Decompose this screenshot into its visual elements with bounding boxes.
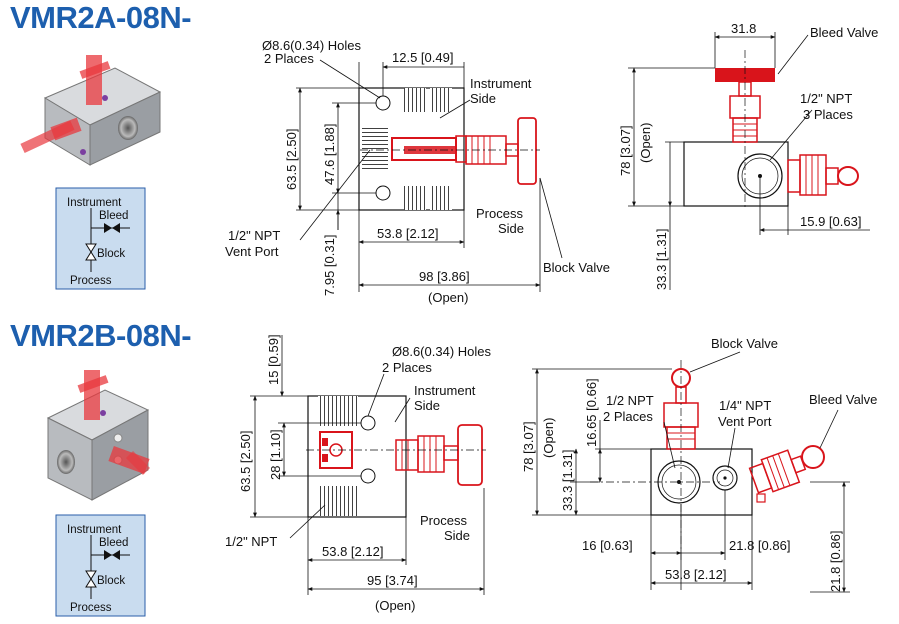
dim-width-mid: 21.8 [0.86] bbox=[729, 538, 790, 553]
block-valve-handle-icon bbox=[517, 117, 537, 185]
block-valve-label: Block Valve bbox=[711, 336, 778, 351]
open-label: (Open) bbox=[428, 290, 468, 305]
instrument-side-label-2: Side bbox=[414, 398, 440, 413]
dim-height-right: 21.8 [0.86] bbox=[828, 531, 843, 592]
vent-port-label-2: Vent Port bbox=[225, 244, 279, 259]
front-dims-vmr2b bbox=[250, 335, 485, 595]
holes-label-line1: Ø8.6(0.34) Holes bbox=[392, 344, 491, 359]
iso-port-icon bbox=[118, 116, 138, 140]
block-valve-label: Block Valve bbox=[543, 260, 610, 275]
vent-port-label-1: 1/4" NPT bbox=[719, 398, 771, 413]
schematic-instrument-label: Instrument bbox=[67, 197, 122, 209]
dim-width-right: 15.9 [0.63] bbox=[800, 214, 861, 229]
holes-label-line2: 2 Places bbox=[264, 51, 314, 66]
iso-view-vmr2b bbox=[46, 370, 151, 501]
schematic-vmr2b: Instrument Bleed Block Process bbox=[55, 514, 146, 617]
npt-label: 1/2" NPT bbox=[225, 534, 277, 549]
dim-top-label: 12.5 [0.49] bbox=[392, 50, 453, 65]
model-title-vmr2b: VMR2B-08N- bbox=[10, 318, 192, 353]
bleed-valve-symbol-icon bbox=[104, 550, 112, 560]
schematic-bleed-label: Bleed bbox=[99, 537, 128, 549]
schematic-bleed-label: Bleed bbox=[99, 210, 128, 222]
dim-height-holes: 47.6 [1.88] bbox=[322, 124, 337, 185]
vent-port-label-1: 1/2" NPT bbox=[228, 228, 280, 243]
dim-width-body: 53.8 [2.12] bbox=[665, 567, 726, 582]
dim-height-total: 63.5 [2.50] bbox=[284, 129, 299, 190]
mounting-hole-icon bbox=[360, 415, 376, 431]
open-label: (Open) bbox=[638, 123, 653, 163]
dim-height-total: 63.5 [2.50] bbox=[238, 431, 253, 492]
dim-height-upper: 16.65 [0.66] bbox=[584, 378, 599, 447]
front-labels-vmr2a: Ø8.6(0.34) Holes 2 Places 12.5 [0.49] In… bbox=[225, 38, 610, 305]
instrument-side-label: Instrument bbox=[470, 76, 532, 91]
schematic-process-label: Process bbox=[70, 275, 112, 287]
side-dims-vmr2a bbox=[628, 32, 870, 290]
schematic-instrument-label: Instrument bbox=[67, 524, 122, 536]
block-valve-symbol-icon bbox=[85, 570, 97, 580]
bleed-valve-label: Bleed Valve bbox=[810, 25, 878, 40]
dim-width-total: 95 [3.74] bbox=[367, 573, 418, 588]
schematic-block-label: Block bbox=[97, 248, 125, 260]
dim-width-left: 16 [0.63] bbox=[582, 538, 633, 553]
process-side-label-2: Side bbox=[498, 221, 524, 236]
mounting-hole-icon bbox=[360, 468, 376, 484]
block-valve-handle-icon bbox=[457, 424, 483, 486]
front-view-vmr2b bbox=[306, 395, 486, 518]
bleed-valve-handle-icon bbox=[715, 68, 775, 82]
iso-view-vmr2a bbox=[20, 55, 162, 166]
dim-height-center: 33.3 [1.31] bbox=[560, 450, 575, 511]
iso-port-icon bbox=[57, 450, 75, 474]
dim-top-height: 15 [0.59] bbox=[266, 334, 281, 385]
schematic-block-label: Block bbox=[97, 575, 125, 587]
bleed-valve-symbol-icon bbox=[104, 223, 112, 233]
bleed-valve-label: Bleed Valve bbox=[809, 392, 877, 407]
dim-height-bottom: 7.95 [0.31] bbox=[322, 235, 337, 296]
side-dims-vmr2b bbox=[532, 351, 850, 593]
dim-height-holes: 28 [1.10] bbox=[268, 429, 283, 480]
npt-label-2: 2 Places bbox=[603, 409, 653, 424]
block-valve-symbol-icon bbox=[85, 243, 97, 253]
npt-label-2: 3 Places bbox=[803, 107, 853, 122]
npt-label-1: 1/2" NPT bbox=[800, 91, 852, 106]
side-view-vmr2b bbox=[590, 360, 825, 560]
front-dims-vmr2a bbox=[296, 59, 563, 292]
dim-height-center: 33.3 [1.31] bbox=[654, 229, 669, 290]
mounting-hole-icon bbox=[375, 185, 391, 201]
holes-label-line2: 2 Places bbox=[382, 360, 432, 375]
schematic-vmr2a: Instrument Bleed Block Process bbox=[55, 187, 146, 290]
mounting-hole-icon bbox=[375, 95, 391, 111]
process-side-label: Process bbox=[476, 206, 523, 221]
dim-top-width: 31.8 bbox=[731, 21, 756, 36]
process-side-label: Process bbox=[420, 513, 467, 528]
dim-width-body: 53.8 [2.12] bbox=[322, 544, 383, 559]
open-label: (Open) bbox=[541, 418, 556, 458]
front-view-vmr2a bbox=[358, 87, 540, 211]
schematic-process-label: Process bbox=[70, 602, 112, 614]
bleed-valve-handle-icon bbox=[801, 445, 825, 469]
model-title-vmr2a: VMR2A-08N- bbox=[10, 0, 192, 35]
vent-port-label-2: Vent Port bbox=[718, 414, 772, 429]
instrument-side-label: Instrument bbox=[414, 383, 476, 398]
instrument-side-label-2: Side bbox=[470, 91, 496, 106]
front-labels-vmr2b: 15 [0.59] Ø8.6(0.34) Holes 2 Places Inst… bbox=[225, 334, 491, 613]
dim-width-body: 53.8 [2.12] bbox=[377, 226, 438, 241]
side-labels-vmr2a: 31.8 Bleed Valve 1/2" NPT 3 Places 78 [3… bbox=[618, 21, 878, 290]
holes-label-line1: Ø8.6(0.34) Holes bbox=[262, 38, 361, 53]
open-label: (Open) bbox=[375, 598, 415, 613]
dim-height-total: 78 [3.07] bbox=[618, 125, 633, 176]
side-view-vmr2a bbox=[683, 50, 859, 210]
dim-width-total: 98 [3.86] bbox=[419, 269, 470, 284]
side-labels-vmr2b: Block Valve Bleed Valve 1/2 NPT 2 Places… bbox=[521, 336, 877, 592]
process-side-label-2: Side bbox=[444, 528, 470, 543]
npt-label-1: 1/2 NPT bbox=[606, 393, 654, 408]
dim-height-total: 78 [3.07] bbox=[521, 421, 536, 472]
